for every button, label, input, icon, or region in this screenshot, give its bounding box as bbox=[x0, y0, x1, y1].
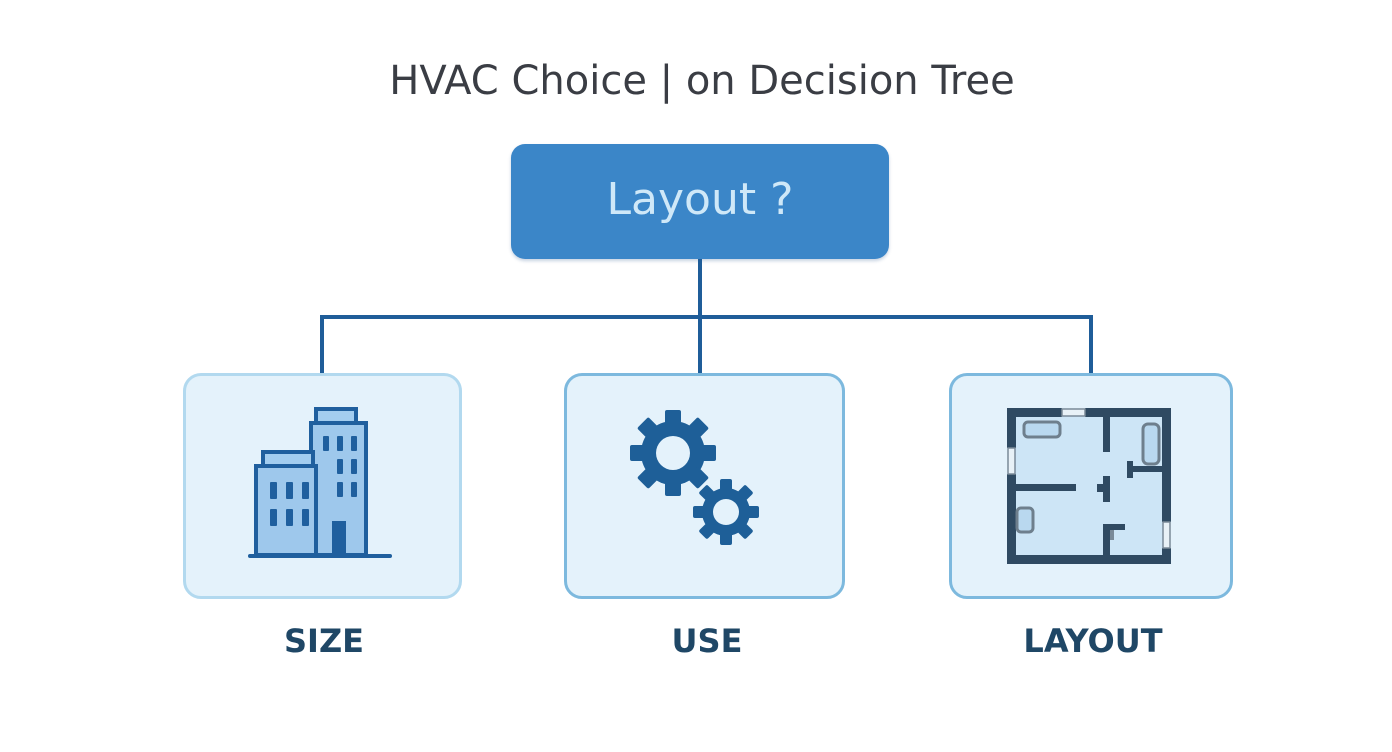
root-decision-node: Layout ? bbox=[511, 144, 889, 259]
connector-to-layout bbox=[1089, 315, 1093, 373]
connector-to-size bbox=[320, 315, 324, 373]
gears-icon bbox=[629, 410, 759, 545]
branch-card-size bbox=[183, 373, 462, 599]
branch-label-layout: LAYOUT bbox=[1023, 622, 1163, 660]
branch-card-use bbox=[564, 373, 845, 599]
branch-label-size: SIZE bbox=[283, 622, 364, 660]
connector-root-down bbox=[698, 259, 702, 319]
branch-card-layout bbox=[949, 373, 1233, 599]
connector-horizontal bbox=[320, 315, 1093, 319]
branch-label-use: USE bbox=[671, 622, 743, 660]
root-node-label: Layout ? bbox=[606, 174, 794, 225]
connector-to-use bbox=[698, 315, 702, 373]
diagram-title: HVAC Choice | on Decision Tree bbox=[389, 58, 1015, 104]
building-icon bbox=[247, 407, 392, 558]
floor-plan-icon bbox=[1006, 408, 1171, 564]
